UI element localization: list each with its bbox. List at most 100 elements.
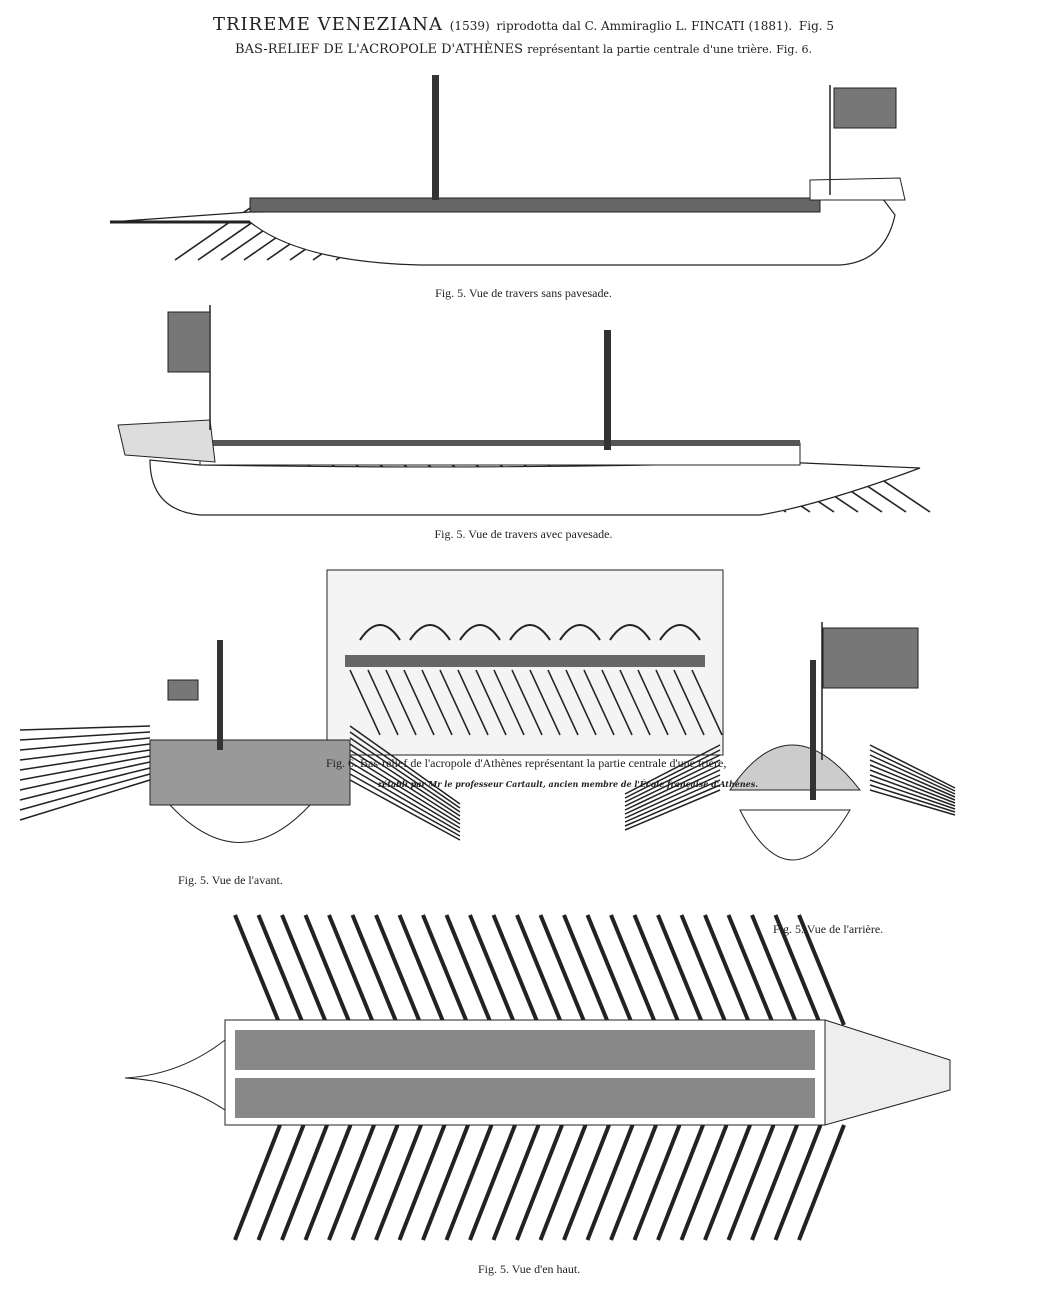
plate-title: TRIREME VENEZIANA (1539) riprodotta dal … xyxy=(212,14,835,35)
oar xyxy=(750,1124,799,1241)
rower-figure xyxy=(409,624,451,641)
oar xyxy=(750,914,799,1026)
rowers-starboard xyxy=(235,1078,815,1118)
oar xyxy=(491,1124,541,1241)
oar xyxy=(726,1124,776,1241)
oar xyxy=(397,1124,447,1241)
relief-gunwale xyxy=(345,655,705,667)
oar xyxy=(726,914,776,1026)
oar xyxy=(515,914,564,1026)
oar xyxy=(609,914,658,1026)
relief-oar xyxy=(583,669,615,736)
oar xyxy=(349,755,461,825)
oar xyxy=(624,784,721,827)
relief-oar xyxy=(547,669,579,736)
oar xyxy=(656,1124,705,1241)
oar xyxy=(656,914,705,1026)
oar xyxy=(585,1124,635,1241)
oar xyxy=(703,914,752,1026)
oar xyxy=(349,725,461,805)
ship-front-view xyxy=(19,640,461,843)
oar xyxy=(562,914,611,1026)
oar xyxy=(421,1124,470,1241)
oar xyxy=(773,914,823,1026)
relief-oar xyxy=(637,669,669,736)
oar xyxy=(19,725,151,731)
stern-canopy xyxy=(729,744,862,791)
oar xyxy=(349,743,461,817)
oar xyxy=(624,774,721,819)
oar xyxy=(773,1124,823,1241)
relief-oar xyxy=(367,669,399,736)
oar xyxy=(797,1124,846,1241)
relief-oar xyxy=(511,669,543,736)
oar xyxy=(444,914,494,1026)
stern-deck xyxy=(824,1019,951,1126)
rower-figure xyxy=(359,624,401,641)
oar xyxy=(624,769,721,815)
oar xyxy=(349,761,461,829)
oar xyxy=(350,914,400,1026)
hull xyxy=(739,809,851,861)
stern-castle xyxy=(117,419,216,463)
oar xyxy=(233,1124,282,1241)
oar xyxy=(624,779,721,823)
oar xyxy=(632,914,682,1026)
relief-oar xyxy=(475,669,507,736)
oar xyxy=(624,749,721,799)
caption-side-no-pavesade: Fig. 5. Vue de travers sans pavesade. xyxy=(435,286,612,300)
flag xyxy=(167,679,199,701)
oar xyxy=(327,914,376,1026)
rower-figure xyxy=(609,624,651,641)
oar xyxy=(19,767,151,801)
oar xyxy=(869,749,956,792)
oar xyxy=(609,1124,658,1241)
oar xyxy=(374,914,423,1026)
ship-rear-view xyxy=(624,622,956,861)
relief-oar xyxy=(403,669,435,736)
oar xyxy=(19,773,151,811)
stern-castle xyxy=(809,177,906,201)
rower-figure xyxy=(559,624,601,641)
oar xyxy=(349,731,461,809)
caption-side-with-pavesade: Fig. 5. Vue de travers avec pavesade. xyxy=(434,527,613,541)
oar xyxy=(679,914,729,1026)
oar xyxy=(327,1124,376,1241)
oar xyxy=(349,779,461,841)
oar xyxy=(468,1124,517,1241)
oar xyxy=(421,914,470,1026)
oar xyxy=(562,1124,611,1241)
oar xyxy=(869,784,956,813)
oar xyxy=(624,789,721,831)
oar xyxy=(869,774,956,807)
oar xyxy=(280,1124,329,1241)
oar xyxy=(19,779,151,821)
relief-oar xyxy=(529,669,561,736)
flag xyxy=(833,87,897,129)
flag xyxy=(822,627,919,689)
shields-row xyxy=(200,440,800,446)
oar xyxy=(256,914,306,1026)
oar xyxy=(797,914,846,1026)
relief-oar xyxy=(673,669,705,736)
relief-oar xyxy=(493,669,525,736)
oar xyxy=(869,764,956,801)
relief-oar xyxy=(385,669,417,736)
oar xyxy=(349,767,461,833)
oar xyxy=(632,1124,682,1241)
rowers-deck xyxy=(249,197,821,213)
plate-subtitle: BAS-RELIEF DE L'ACROPOLE D'ATHÈNES repré… xyxy=(235,42,812,57)
oar xyxy=(349,773,461,837)
rower-figure xyxy=(509,624,551,641)
oar xyxy=(303,914,353,1026)
oar xyxy=(869,779,956,810)
oar xyxy=(256,1124,306,1241)
relief-oar xyxy=(349,669,381,736)
oar xyxy=(19,761,151,791)
relief-oar xyxy=(691,669,723,736)
oar xyxy=(703,1124,752,1241)
mast xyxy=(604,330,611,450)
caption-front-view: Fig. 5. Vue de l'avant. xyxy=(178,873,283,887)
oar xyxy=(679,1124,729,1241)
